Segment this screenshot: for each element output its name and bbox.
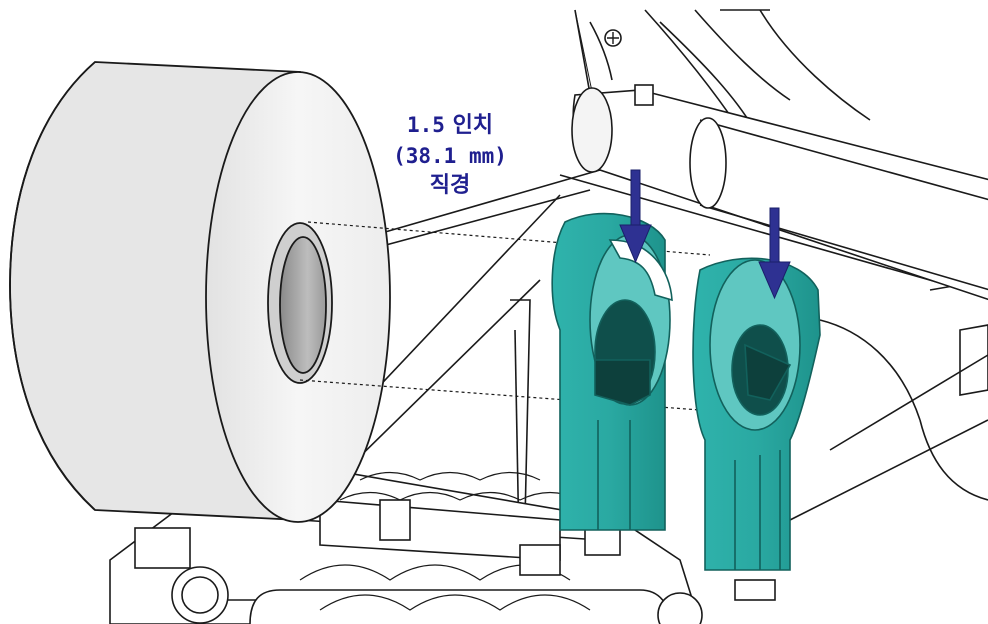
left-media-holder	[551, 212, 673, 531]
core-size-unit: 인치	[452, 113, 494, 138]
media-roll	[9, 61, 391, 523]
spindle-rod	[571, 84, 988, 301]
core-size-value: 1.5	[406, 113, 445, 137]
right-media-holder	[692, 257, 821, 571]
core-size-inches: 1.5 인치	[372, 110, 528, 141]
core-size-metric: (38.1 mm)	[393, 144, 507, 168]
core-size-caption: 직경	[429, 173, 471, 198]
down-arrow-icon	[758, 207, 791, 300]
screw-icon	[604, 29, 622, 47]
core-diameter-label: 1.5 인치 (38.1 mm) 직경	[372, 110, 528, 201]
down-arrow-icon	[619, 169, 652, 264]
